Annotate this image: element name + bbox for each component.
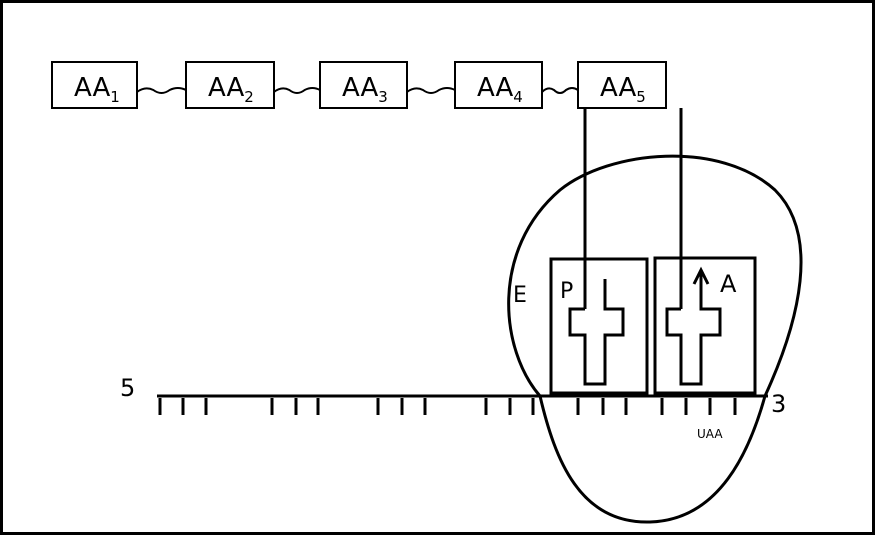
mrna-codon-ticks <box>158 398 737 415</box>
stop-codon-label: UAA <box>697 427 723 441</box>
five-prime-label: 5 <box>120 374 135 402</box>
peptide-bond <box>406 87 456 94</box>
amino-acid-index: 5 <box>636 88 646 106</box>
a-site-box <box>653 256 757 395</box>
amino-acid-box: AA3 <box>319 61 408 109</box>
peptide-bond <box>136 87 187 94</box>
amino-acid-rect <box>454 61 543 109</box>
amino-acid-rect <box>185 61 275 109</box>
a-trna-cross <box>665 280 722 386</box>
amino-acid-name: AA <box>477 73 514 103</box>
a-site-label: A <box>720 270 737 298</box>
amino-acid-label: AA3 <box>342 73 388 106</box>
amino-acid-index: 3 <box>378 88 388 106</box>
amino-acid-label: AA2 <box>208 73 254 106</box>
arrow-up-icon <box>692 266 710 285</box>
amino-acid-box: AA2 <box>185 61 275 109</box>
p-site-label: P <box>560 279 573 304</box>
peptide-bond <box>273 87 321 94</box>
amino-acid-rect <box>319 61 408 109</box>
amino-acid-name: AA <box>600 73 637 103</box>
amino-acid-index: 4 <box>513 88 523 106</box>
amino-acid-box: AA1 <box>51 61 138 109</box>
amino-acid-box: AA5 <box>577 61 667 109</box>
amino-acid-name: AA <box>208 73 245 103</box>
amino-acid-index: 1 <box>110 88 120 106</box>
amino-acid-name: AA <box>342 73 379 103</box>
p-site-box <box>549 257 649 395</box>
three-prime-label: 3 <box>771 390 786 418</box>
amino-acid-box: AA4 <box>454 61 543 109</box>
amino-acid-rect <box>51 61 138 109</box>
amino-acid-name: AA <box>74 73 111 103</box>
amino-acid-label: AA1 <box>74 73 120 106</box>
amino-acid-index: 2 <box>244 88 254 106</box>
e-site-label: E <box>513 283 527 308</box>
p-trna-cross <box>568 279 625 386</box>
amino-acid-label: AA4 <box>477 73 523 106</box>
ribosome-outline <box>507 154 803 524</box>
peptide-bond <box>541 87 579 94</box>
amino-acid-label: AA5 <box>600 73 646 106</box>
amino-acid-rect <box>577 61 667 109</box>
